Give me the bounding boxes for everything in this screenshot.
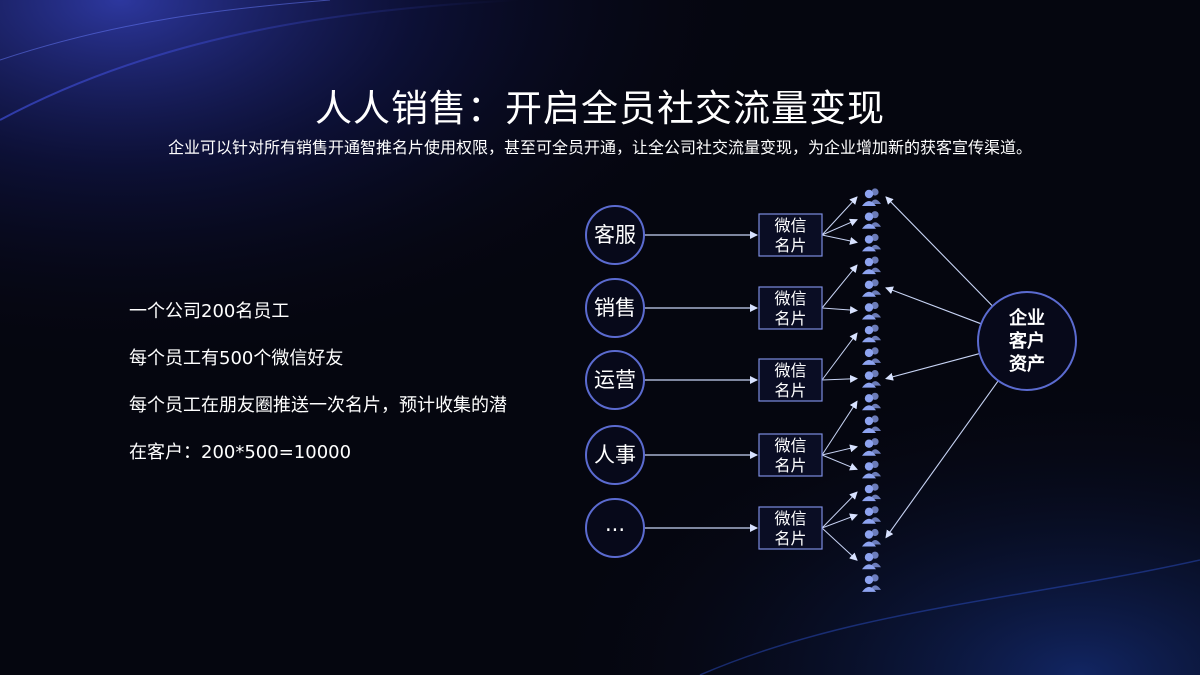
wechat-card-label-line2: 名片 bbox=[774, 309, 806, 328]
hub-label-line: 客户 bbox=[1009, 330, 1045, 352]
wechat-card bbox=[758, 433, 823, 477]
hub-to-people-arrow bbox=[885, 196, 993, 307]
wechat-card bbox=[758, 213, 823, 257]
card-to-people-arrow bbox=[821, 454, 858, 471]
people-icon bbox=[862, 188, 881, 206]
bullet-list: 一个公司200名员工 每个员工有500个微信好友 每个员工在朋友圈推送一次名片，… bbox=[129, 300, 507, 488]
card-to-people-arrow bbox=[821, 306, 858, 314]
wechat-card-label-line1: 微信 bbox=[774, 289, 806, 308]
hub-label-line: 企业 bbox=[1008, 307, 1045, 329]
card-to-people-arrow bbox=[821, 234, 858, 245]
role-label: 人事 bbox=[594, 443, 636, 467]
hub-to-people-arrow bbox=[885, 380, 999, 539]
role-node bbox=[585, 425, 645, 485]
slide-subtitle: 企业可以针对所有销售开通智推名片使用权限，甚至可全员开通，让全公司社交流量变现，… bbox=[167, 138, 1032, 157]
wechat-card-label-line1: 微信 bbox=[774, 509, 806, 528]
card-to-people-arrow bbox=[821, 444, 858, 456]
people-icon bbox=[862, 233, 881, 252]
card-to-people-arrow bbox=[821, 196, 858, 236]
role-node bbox=[585, 350, 645, 410]
role-node bbox=[585, 205, 645, 265]
bullet-item: 在客户：200*500=10000 bbox=[129, 442, 352, 463]
people-icon bbox=[862, 460, 881, 479]
people-icon bbox=[862, 574, 881, 592]
hub-to-people-arrow bbox=[885, 286, 982, 325]
wechat-card-label-line1: 微信 bbox=[774, 216, 806, 235]
card-to-people-arrow bbox=[821, 264, 858, 309]
card-to-people-arrow bbox=[821, 374, 858, 383]
bullet-item: 一个公司200名员工 bbox=[129, 301, 290, 322]
people-icon bbox=[862, 415, 881, 433]
wechat-card bbox=[758, 286, 823, 330]
card-to-people-arrow bbox=[821, 491, 858, 529]
hub-label-line: 资产 bbox=[1009, 353, 1045, 375]
people-icon bbox=[862, 370, 881, 388]
wechat-card bbox=[758, 506, 823, 550]
hub-node bbox=[977, 291, 1077, 391]
people-icon bbox=[862, 528, 881, 547]
people-icon bbox=[862, 506, 881, 524]
people-icon bbox=[862, 211, 881, 229]
role-label: 运营 bbox=[594, 368, 636, 392]
wechat-card-label-line1: 微信 bbox=[774, 436, 806, 455]
card-to-people-arrow bbox=[821, 218, 858, 236]
wechat-card-label-line1: 微信 bbox=[774, 361, 806, 380]
role-label: ... bbox=[605, 512, 625, 536]
hub-to-people-arrow bbox=[885, 353, 980, 381]
card-to-people-arrow bbox=[821, 332, 858, 381]
people-icon bbox=[862, 256, 881, 275]
people-icon bbox=[862, 483, 881, 502]
people-icon bbox=[862, 279, 881, 297]
people-icon bbox=[862, 347, 881, 365]
card-to-people-arrow bbox=[821, 527, 858, 561]
wechat-card-label-line2: 名片 bbox=[774, 456, 806, 475]
people-icon bbox=[862, 438, 881, 456]
slide-title: 人人销售：开启全员社交流量变现 bbox=[315, 87, 885, 130]
bullet-item: 每个员工在朋友圈推送一次名片，预计收集的潜 bbox=[129, 395, 507, 416]
card-to-people-arrow bbox=[821, 513, 858, 529]
people-icon bbox=[862, 324, 881, 343]
role-node bbox=[585, 278, 645, 338]
card-to-people-arrow bbox=[821, 400, 858, 456]
role-label: 客服 bbox=[594, 223, 636, 247]
bullet-item: 每个员工有500个微信好友 bbox=[129, 348, 344, 369]
wechat-card-label-line2: 名片 bbox=[774, 381, 806, 400]
wechat-card-label-line2: 名片 bbox=[774, 236, 806, 255]
wechat-card-label-line2: 名片 bbox=[774, 529, 806, 548]
role-label: 销售 bbox=[594, 296, 636, 320]
people-icon bbox=[862, 551, 881, 570]
people-icon bbox=[862, 392, 881, 411]
people-icon bbox=[862, 301, 881, 320]
role-node bbox=[585, 498, 645, 558]
wechat-card bbox=[758, 358, 823, 402]
